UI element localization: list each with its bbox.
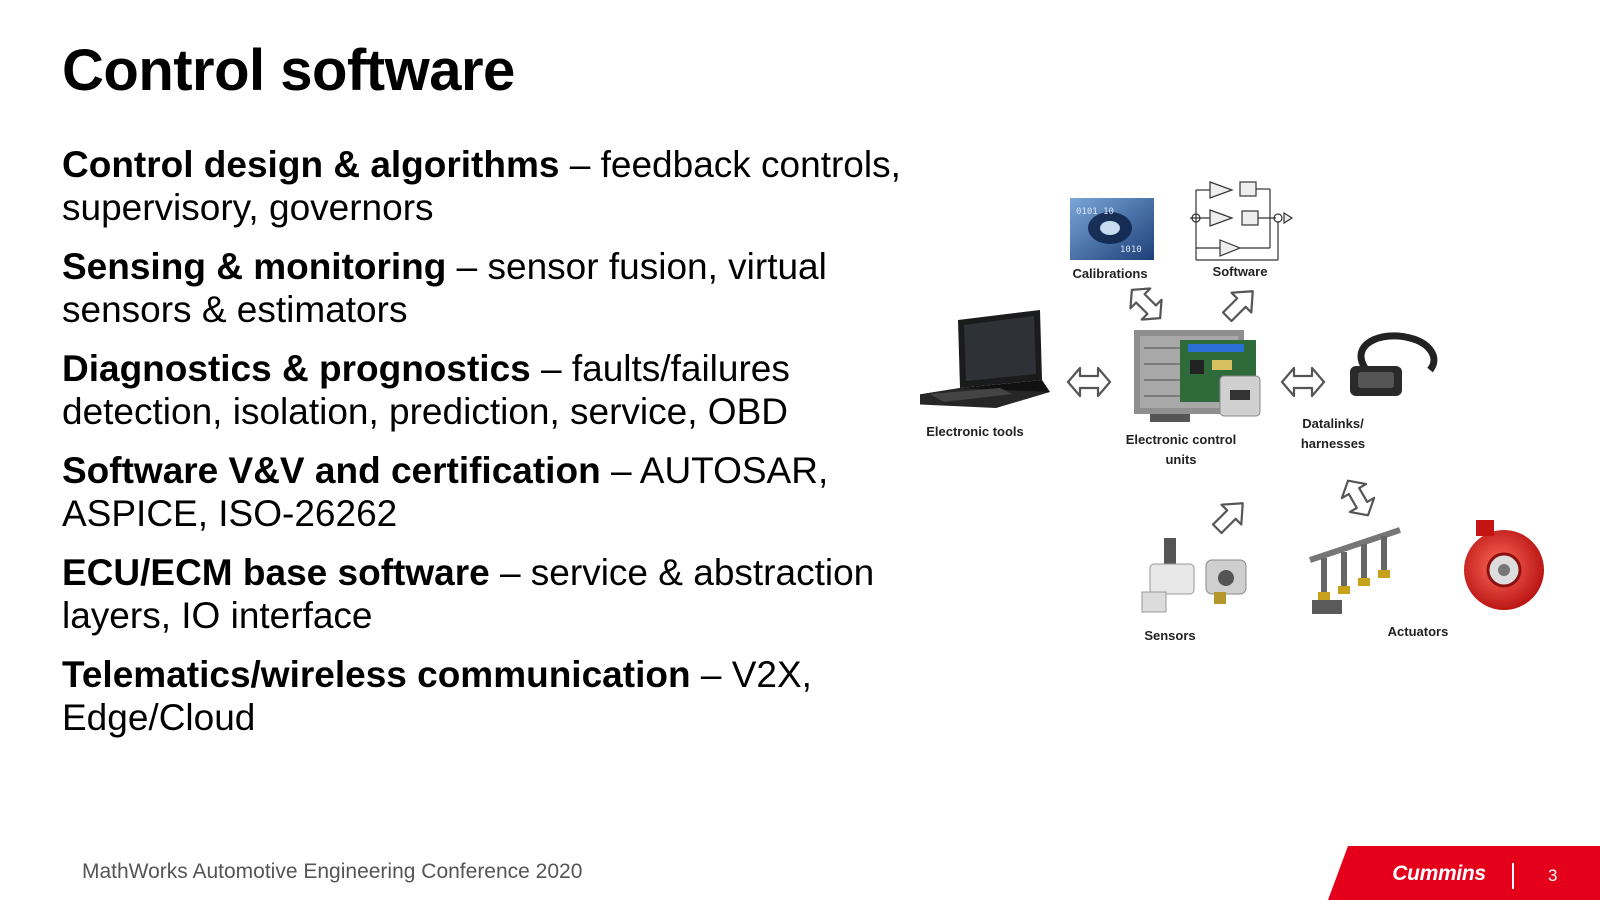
bullet-text: – sensor fusion, virtual sensors & estim… bbox=[62, 246, 827, 330]
svg-text:0101 10: 0101 10 bbox=[1076, 207, 1114, 217]
bullet-list: Control design & algorithms – feedback c… bbox=[62, 143, 902, 755]
label-electronic-tools: Electronic tools bbox=[926, 424, 1024, 439]
bullet-ecu-base: ECU/ECM base software – service & abstra… bbox=[62, 551, 902, 637]
bullet-text: – faults/failures detection, isolation, … bbox=[62, 348, 790, 432]
software-block-diagram bbox=[1190, 181, 1294, 261]
brand-band bbox=[1328, 846, 1600, 900]
calibrations-image: 0101 10 1010 bbox=[1070, 198, 1154, 260]
svg-text:1010: 1010 bbox=[1120, 245, 1142, 255]
label-sensors: Sensors bbox=[1144, 628, 1196, 643]
bullet-sensing: Sensing & monitoring – sensor fusion, vi… bbox=[62, 245, 902, 331]
label-datalinks-line2: harnesses bbox=[1300, 436, 1366, 451]
label-ecu-line1: Electronic control bbox=[1125, 432, 1237, 447]
bullet-text: – AUTOSAR, ASPICE, ISO-26262 bbox=[62, 450, 829, 534]
double-arrow-icon bbox=[1066, 366, 1112, 398]
label-datalinks-line1: Datalinks/ bbox=[1302, 416, 1364, 431]
arrow-icon bbox=[1211, 502, 1244, 535]
double-arrow-icon bbox=[1280, 366, 1326, 398]
bullet-software-vv: Software V&V and certification – AUTOSAR… bbox=[62, 449, 902, 535]
slide-title: Control software bbox=[62, 38, 515, 103]
harness-image bbox=[1350, 332, 1438, 396]
bullet-text: – service & abstraction layers, IO inter… bbox=[62, 552, 875, 636]
brand-divider bbox=[1512, 863, 1514, 889]
actuators-image bbox=[1309, 520, 1544, 614]
brand-logo: Cummins bbox=[1392, 862, 1486, 885]
label-actuators: Actuators bbox=[1387, 624, 1449, 639]
double-arrow-icon bbox=[1340, 479, 1376, 517]
bullet-heading: Diagnostics & prognostics bbox=[62, 348, 531, 389]
bullet-diagnostics: Diagnostics & prognostics – faults/failu… bbox=[62, 347, 902, 433]
bullet-heading: Control design & algorithms bbox=[62, 144, 560, 185]
label-ecu-line2: units bbox=[1165, 452, 1197, 467]
page-number: 3 bbox=[1548, 866, 1558, 885]
footer-conference: MathWorks Automotive Engineering Confere… bbox=[82, 860, 583, 883]
arrow-icon bbox=[1221, 290, 1254, 323]
bullet-heading: Software V&V and certification bbox=[62, 450, 601, 491]
bullet-telematics: Telematics/wireless communication – V2X,… bbox=[62, 653, 902, 739]
brand-band-shape bbox=[1328, 846, 1600, 900]
label-software: Software bbox=[1212, 264, 1268, 279]
ecu-image bbox=[1134, 330, 1261, 422]
bullet-control-design: Control design & algorithms – feedback c… bbox=[62, 143, 902, 229]
sensors-image bbox=[1141, 538, 1247, 613]
bullet-heading: Sensing & monitoring bbox=[62, 246, 447, 287]
label-calibrations: Calibrations bbox=[1072, 266, 1148, 281]
bullet-text: – feedback controls, supervisory, govern… bbox=[62, 144, 901, 228]
bullet-heading: Telematics/wireless communication bbox=[62, 654, 691, 695]
diagram-graphics: 0101 10 1010 bbox=[920, 181, 1544, 614]
laptop-image bbox=[920, 310, 1050, 408]
bullet-heading: ECU/ECM base software bbox=[62, 552, 490, 593]
double-arrow-icon bbox=[1129, 287, 1163, 321]
label-ecu: Electronic control units bbox=[1116, 430, 1246, 470]
label-datalinks: Datalinks/ harnesses bbox=[1278, 414, 1388, 454]
ecu-ecosystem-diagram: 0101 10 1010 bbox=[920, 180, 1560, 680]
bullet-text: – V2X, Edge/Cloud bbox=[62, 654, 812, 738]
